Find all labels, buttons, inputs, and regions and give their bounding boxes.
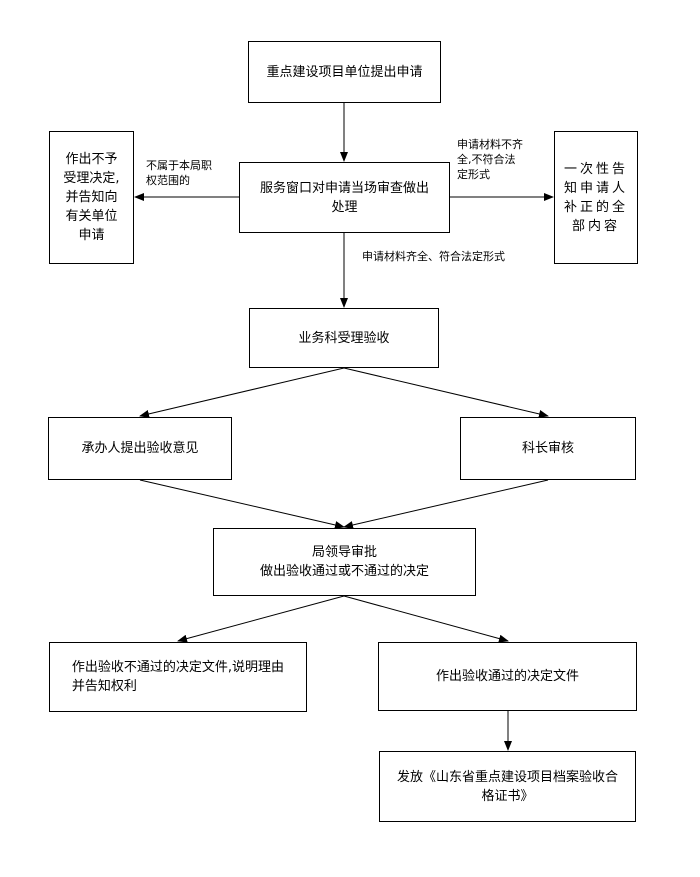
arrow-leader-to-fail — [177, 595, 345, 643]
node-accept-label: 业务科受理验收 — [298, 330, 390, 346]
node-issue-label: 发放《山东省重点建设项目档案验收合 格证书》 — [396, 769, 618, 804]
node-window-label: 服务窗口对申请当场审查做出 处理 — [259, 180, 429, 215]
node-issue: 发放《山东省重点建设项目档案验收合 格证书》 — [379, 751, 636, 822]
node-undertaker: 承办人提出验收意见 — [48, 417, 232, 480]
node-chief: 科长审核 — [460, 417, 636, 480]
arrow-accept-to-undertaker — [139, 367, 345, 418]
arrow-chief-to-leader — [343, 479, 549, 529]
node-reject-label: 作出不予 受理决定, 并告知向 有关单位 申请 — [63, 152, 120, 243]
node-fail: 作出验收不通过的决定文件,说明理由 并告知权利 — [49, 642, 307, 712]
arrow-undertaker-to-leader — [139, 479, 345, 529]
node-leader: 局领导审批 做出验收通过或不通过的决定 — [213, 528, 476, 596]
arrow-leader-to-pass — [343, 595, 509, 643]
edge-label-incomplete: 申请材料不齐 全,不符合法 定形式 — [457, 138, 523, 181]
edge-label-not-in-scope: 不属于本局职 权范围的 — [146, 159, 212, 187]
node-undertaker-label: 承办人提出验收意见 — [81, 441, 199, 456]
node-apply-label: 重点建设项目单位提出申请 — [266, 64, 423, 80]
node-accept: 业务科受理验收 — [249, 308, 439, 368]
node-notify-label: 一次性告 知申请人 补正的全 部内容 — [563, 161, 628, 234]
node-window: 服务窗口对申请当场审查做出 处理 — [239, 162, 450, 233]
node-fail-label: 作出验收不通过的决定文件,说明理由 并告知权利 — [71, 660, 285, 694]
node-leader-label: 局领导审批 做出验收通过或不通过的决定 — [259, 545, 429, 579]
node-apply: 重点建设项目单位提出申请 — [248, 41, 441, 103]
node-chief-label: 科长审核 — [521, 441, 574, 456]
node-reject: 作出不予 受理决定, 并告知向 有关单位 申请 — [49, 131, 134, 264]
node-pass: 作出验收通过的决定文件 — [378, 642, 637, 711]
node-pass-label: 作出验收通过的决定文件 — [435, 669, 579, 684]
node-notify: 一次性告 知申请人 补正的全 部内容 — [554, 131, 638, 264]
edge-label-complete: 申请材料齐全、符合法定形式 — [362, 250, 505, 263]
arrow-accept-to-chief — [343, 367, 549, 418]
